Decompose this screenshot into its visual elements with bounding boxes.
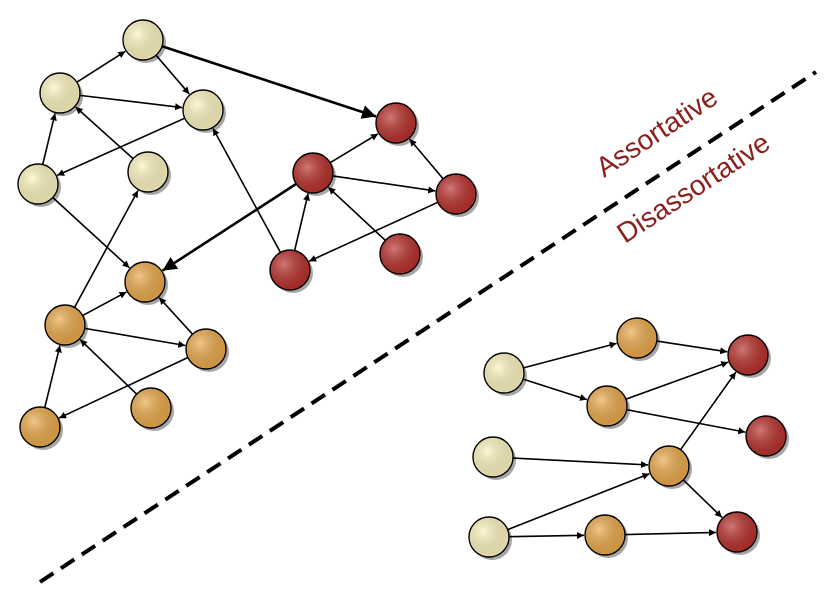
edge-arrow (75, 106, 134, 160)
node-shading (718, 513, 756, 551)
node-shading (184, 91, 222, 129)
node-shading (381, 235, 419, 273)
node-shading (187, 330, 225, 368)
pale-yellow-node (127, 151, 171, 195)
red-node (435, 173, 479, 217)
red-node (716, 511, 760, 555)
edge-arrow (308, 201, 439, 262)
edge-arrow (58, 356, 189, 419)
edge-arrow (212, 128, 282, 253)
edge-arrow (158, 296, 194, 335)
orange-node (130, 387, 174, 431)
pale-yellow-node (182, 89, 226, 133)
edge-arrow (624, 529, 717, 537)
edge-arrow (626, 408, 746, 435)
orange-node (124, 261, 168, 305)
pale-yellow-node (17, 163, 61, 207)
red-node (745, 415, 789, 459)
pale-yellow-node (39, 72, 83, 116)
edge-arrow (679, 371, 737, 451)
node-shading (126, 263, 164, 301)
node-shading (485, 354, 523, 392)
pale-yellow-node (483, 352, 527, 396)
node-shading (129, 153, 167, 191)
node-shading (650, 447, 688, 485)
red-node (292, 152, 336, 196)
edge-arrow (625, 361, 729, 400)
node-shading (132, 389, 170, 427)
edge-arrow (523, 341, 617, 369)
red-node (375, 102, 419, 146)
edge-arrow (161, 44, 377, 119)
edge-arrow (332, 175, 436, 194)
edge-arrow (79, 94, 183, 111)
orange-node (586, 385, 630, 429)
node-shading (474, 438, 512, 476)
edge-arrow (52, 196, 131, 269)
edges-group (41, 44, 746, 539)
red-node (269, 249, 313, 293)
edge-arrow (161, 182, 297, 272)
node-shading (377, 104, 415, 142)
pale-yellow-node (472, 436, 516, 480)
edge-arrow (76, 50, 126, 83)
edge-arrow (79, 339, 138, 395)
edge-arrow (41, 113, 57, 165)
edge-arrow (508, 531, 585, 539)
edge-arrow (512, 457, 649, 469)
edge-arrow (82, 291, 127, 317)
red-node (727, 334, 771, 378)
node-shading (124, 21, 162, 59)
edge-arrow (329, 133, 379, 164)
node-shading (46, 306, 84, 344)
node-shading (437, 175, 475, 213)
node-shading (747, 417, 785, 455)
edge-arrow (522, 378, 588, 401)
edge-arrow (408, 138, 444, 180)
orange-node (584, 514, 628, 558)
pale-yellow-node (468, 516, 512, 560)
edge-arrow (327, 186, 386, 241)
node-shading (271, 251, 309, 289)
nodes-group (17, 19, 789, 560)
node-shading (294, 154, 332, 192)
orange-node (185, 328, 229, 372)
node-shading (470, 518, 508, 556)
node-shading (19, 165, 57, 203)
edge-arrow (293, 193, 310, 251)
edge-arrow (682, 479, 723, 518)
edge-arrow (155, 54, 190, 95)
node-shading (588, 387, 626, 425)
node-shading (586, 516, 624, 554)
orange-node (648, 445, 692, 489)
orange-node (44, 304, 88, 348)
divider-line (38, 70, 818, 584)
edge-arrow (84, 327, 186, 348)
node-shading (618, 319, 656, 357)
edge-arrow (73, 190, 139, 308)
node-shading (41, 74, 79, 112)
node-shading (729, 336, 767, 374)
orange-node (616, 317, 660, 361)
edge-arrow (656, 340, 728, 355)
orange-node (19, 406, 63, 450)
edge-arrow (43, 345, 62, 408)
node-shading (21, 408, 59, 446)
edge-arrow (507, 472, 650, 531)
pale-yellow-node (122, 19, 166, 63)
red-node (379, 233, 423, 277)
